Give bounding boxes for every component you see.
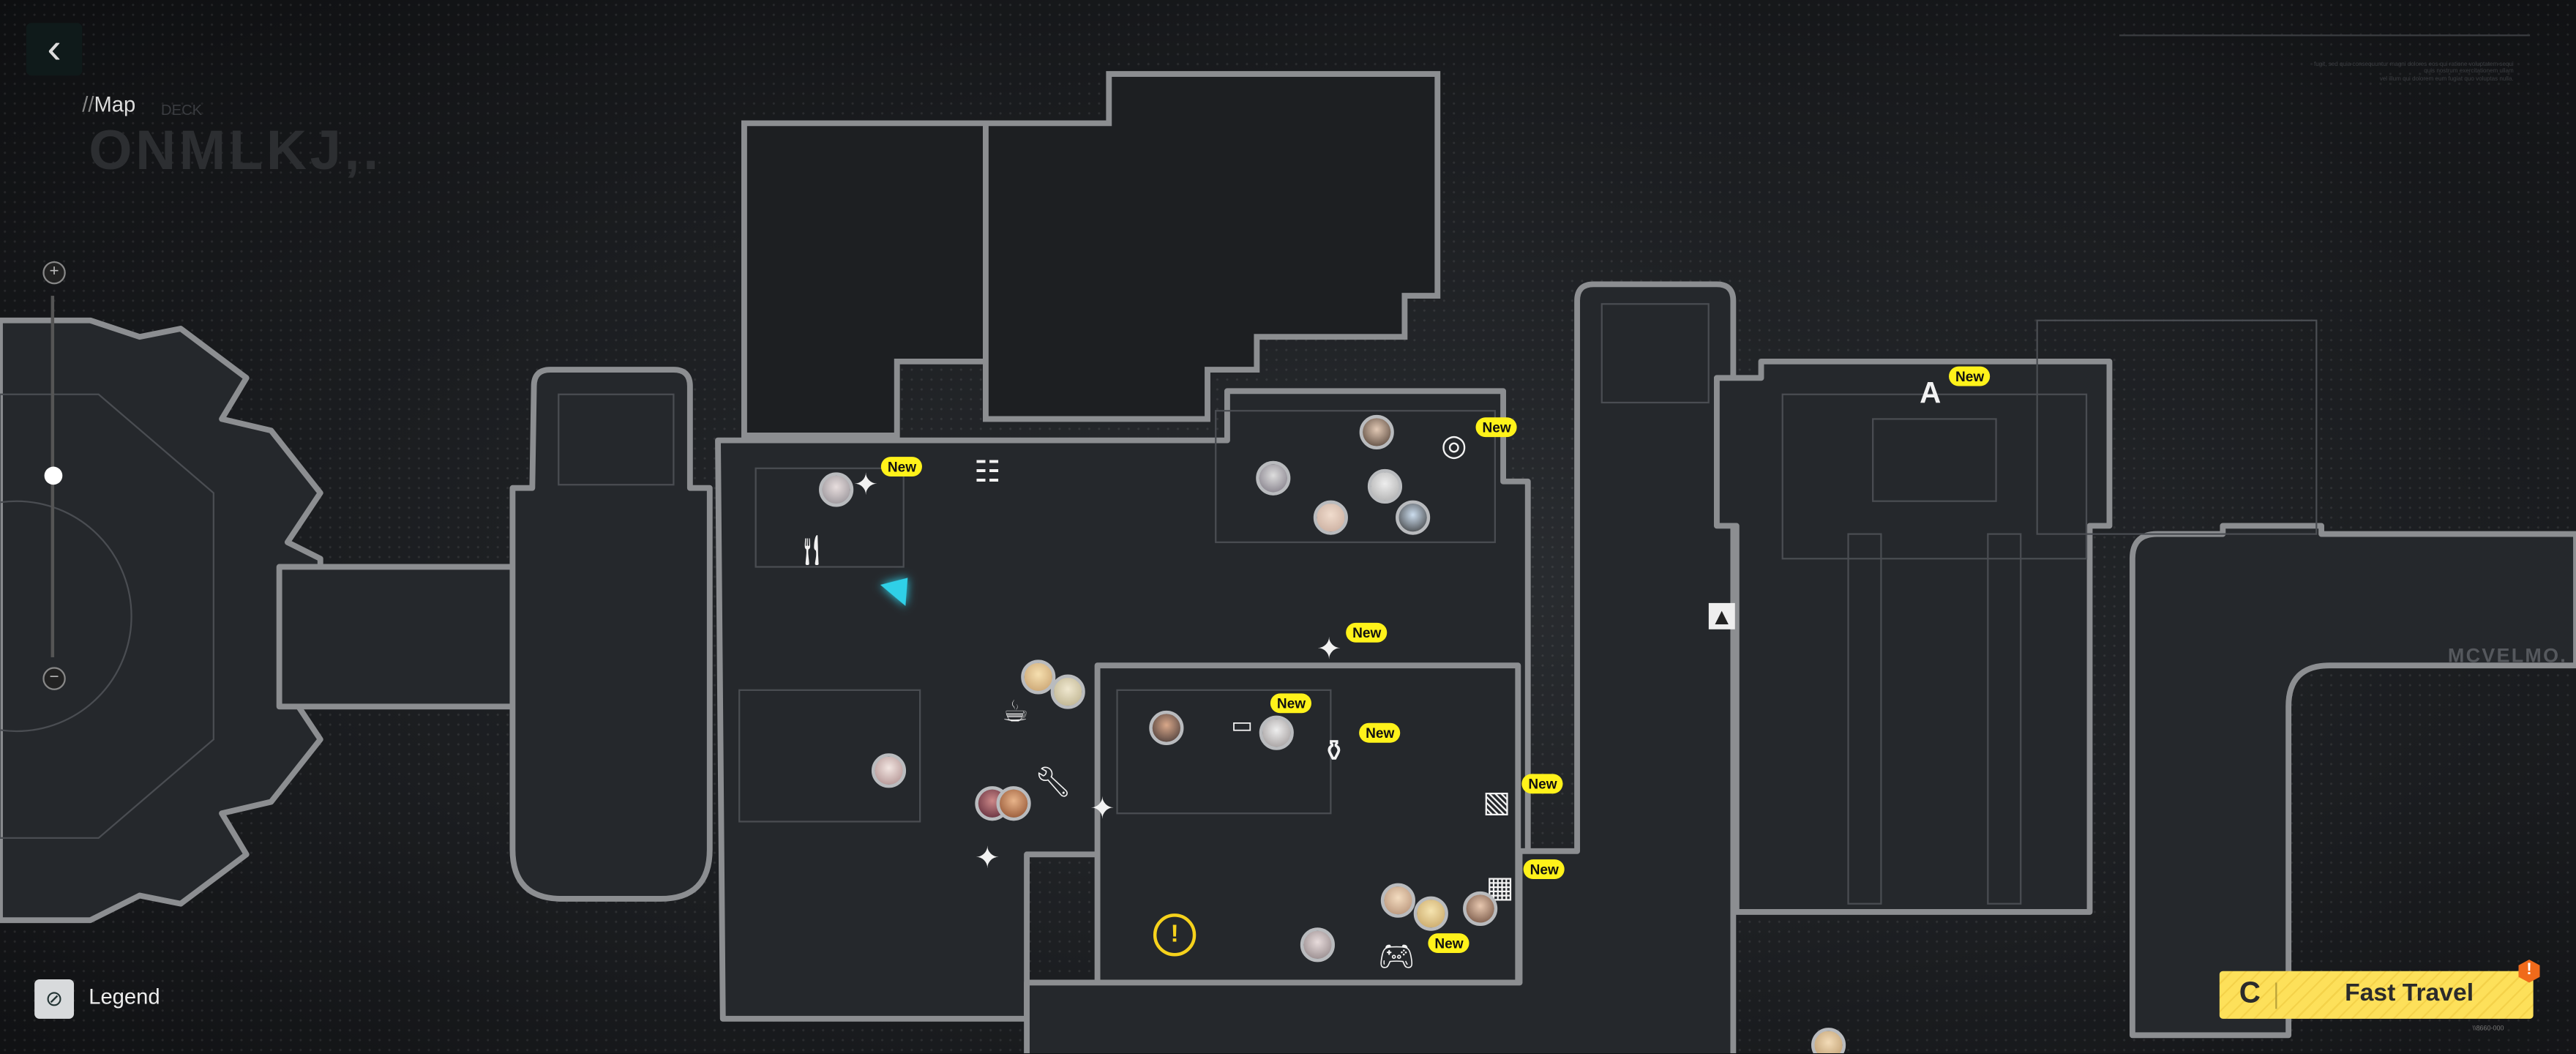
- character-avatar[interactable]: [1413, 896, 1448, 931]
- letter-a-icon[interactable]: A: [1920, 376, 1942, 409]
- fast-travel-label: Fast Travel: [2345, 979, 2474, 1008]
- character-avatar[interactable]: [996, 786, 1031, 821]
- new-tag: New: [1475, 417, 1518, 438]
- fast-travel-button[interactable]: C Fast Travel: [2219, 971, 2534, 1019]
- brand-watermark: MCVELMO.: [2447, 644, 2568, 668]
- striped-tile-icon[interactable]: ▧: [1483, 785, 1511, 818]
- eye-off-icon: ⊘: [45, 985, 64, 1011]
- character-avatar[interactable]: [1811, 1028, 1846, 1053]
- right-room: [1713, 358, 2113, 915]
- divider: [2275, 982, 2277, 1009]
- character-avatar[interactable]: [1149, 710, 1184, 746]
- vinyl-record-icon[interactable]: ◎: [1441, 428, 1467, 462]
- wrench-icon[interactable]: 🔧︎: [1034, 766, 1072, 799]
- gamepad-icon[interactable]: 🎮︎: [1377, 940, 1415, 973]
- new-tag: New: [1346, 622, 1388, 643]
- zoom-out-button[interactable]: −: [42, 667, 66, 690]
- coffee-cup-icon[interactable]: ☕︎: [1002, 695, 1029, 728]
- title-watermark-sub: DECK: [161, 102, 203, 119]
- upper-room-right: [983, 71, 1441, 422]
- vr-headset-icon[interactable]: ▭: [1231, 711, 1253, 738]
- new-tag: New: [1270, 693, 1313, 714]
- title-prefix: //: [82, 91, 94, 117]
- new-tag: New: [1949, 366, 1991, 386]
- quest-marker[interactable]: !: [1153, 913, 1197, 957]
- flavor-line: quis nostrum exercitationem ullam: [2424, 67, 2514, 75]
- character-avatar[interactable]: [871, 753, 907, 788]
- decorative-line: [2119, 34, 2531, 37]
- character-avatar[interactable]: [1259, 715, 1294, 750]
- title-watermark: ONMLKJ,.: [89, 119, 382, 183]
- character-avatar[interactable]: [1021, 659, 1056, 695]
- new-tag: New: [1521, 774, 1564, 794]
- magic-wand-icon[interactable]: ✦: [975, 841, 1000, 875]
- zoom-in-button[interactable]: +: [42, 261, 66, 285]
- character-avatar[interactable]: [1380, 883, 1415, 918]
- zoom-slider-handle[interactable]: [44, 466, 63, 485]
- far-right-room: [2129, 523, 2576, 1039]
- person-board-icon[interactable]: ☷: [974, 455, 1001, 488]
- chevron-left-icon: ‹: [47, 23, 61, 72]
- page-title: //Map: [82, 92, 135, 117]
- new-tag: New: [1428, 933, 1470, 954]
- corridor: [276, 564, 521, 710]
- magic-wand-icon[interactable]: ✦: [1317, 632, 1342, 666]
- flavor-line: fugit, sed quia consequuntur magni dolor…: [2314, 61, 2514, 68]
- character-avatar[interactable]: [1463, 891, 1498, 927]
- legend-label[interactable]: Legend: [89, 984, 160, 1009]
- upper-room-left: [741, 120, 989, 438]
- character-avatar[interactable]: [1367, 468, 1403, 504]
- title-text: Map: [94, 91, 136, 117]
- flavor-line: vel illum qui dolorem eum fugiat quo vol…: [2379, 75, 2514, 82]
- hub-room: [0, 317, 323, 924]
- interior-lines: [558, 303, 2318, 905]
- character-avatar[interactable]: [1256, 460, 1291, 496]
- new-tag: New: [1523, 859, 1565, 880]
- character-avatar[interactable]: [819, 472, 854, 507]
- tall-room: [509, 367, 713, 902]
- back-button[interactable]: ‹: [26, 23, 83, 76]
- fast-travel-icon: C: [2239, 976, 2261, 1009]
- character-avatar[interactable]: [1396, 500, 1431, 535]
- magic-wand-icon[interactable]: ✦: [853, 468, 879, 501]
- character-avatar[interactable]: [1359, 414, 1394, 449]
- character-avatar[interactable]: [1300, 927, 1335, 963]
- fork-knife-icon[interactable]: 🍴︎: [793, 534, 831, 567]
- fast-travel-code: \\8660-000: [2472, 1023, 2504, 1032]
- character-avatar[interactable]: [1050, 674, 1085, 709]
- new-tag: New: [880, 457, 924, 477]
- statue-icon[interactable]: ⚱︎: [1321, 734, 1347, 768]
- magic-wand-icon[interactable]: ✦: [1090, 792, 1115, 825]
- new-tag: New: [1359, 722, 1401, 743]
- photo-icon[interactable]: ▲: [1708, 602, 1735, 629]
- legend-toggle-button[interactable]: ⊘: [34, 979, 75, 1019]
- flavor-text: fugit, sed quia consequuntur magni dolor…: [2314, 61, 2514, 82]
- character-avatar[interactable]: [1313, 500, 1348, 535]
